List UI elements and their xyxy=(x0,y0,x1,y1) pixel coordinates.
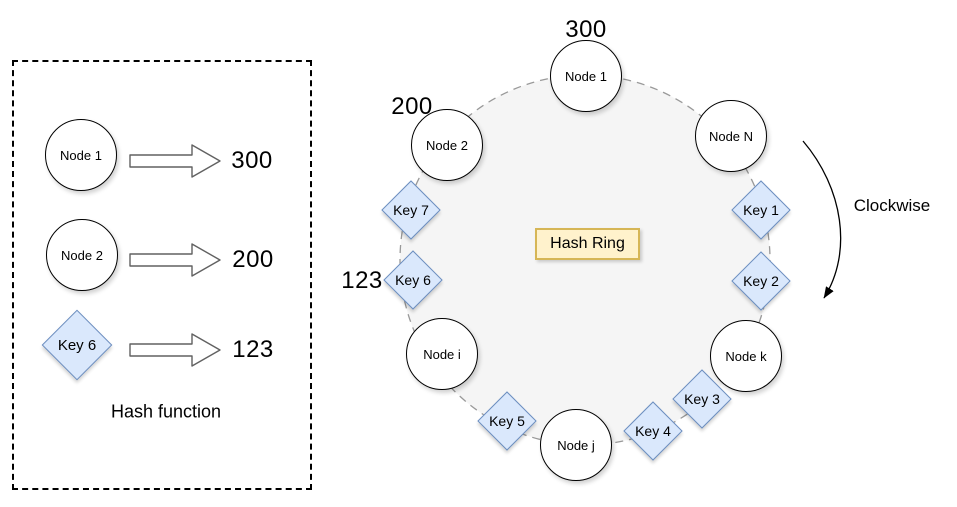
legend-node-1-label: Node 1 xyxy=(60,147,102,163)
hash-ring-label-box: Hash Ring xyxy=(535,228,640,260)
ring-key-6-hash-value: 123 xyxy=(341,267,383,294)
ring-node-k-label: Node k xyxy=(725,348,767,364)
ring-key-7-label: Key 7 xyxy=(393,202,429,218)
legend-node-2-hash-value: 200 xyxy=(232,246,274,273)
legend-key-6-label: Key 6 xyxy=(57,336,97,354)
block-arrow-icon xyxy=(129,144,221,178)
ring-node-2: Node 2 xyxy=(411,109,483,181)
ring-key-6-label: Key 6 xyxy=(395,272,431,288)
ring-node-1-label: Node 1 xyxy=(565,68,607,84)
ring-key-4: Key 4 xyxy=(623,401,683,461)
legend-node-2-label: Node 2 xyxy=(61,247,103,263)
hash-function-caption: Hash function xyxy=(110,401,222,422)
ring-node-i-label: Node i xyxy=(423,346,461,362)
ring-key-1-label: Key 1 xyxy=(743,202,779,218)
clockwise-arrow-icon xyxy=(802,140,842,299)
legend-node-2: Node 2 xyxy=(46,219,118,291)
ring-key-3-label: Key 3 xyxy=(684,391,720,407)
ring-node-j: Node j xyxy=(540,409,612,481)
ring-node-k: Node k xyxy=(710,320,782,392)
clockwise-label: Clockwise xyxy=(853,196,931,215)
hash-ring-title: Hash Ring xyxy=(550,235,625,252)
ring-key-7: Key 7 xyxy=(381,180,441,240)
legend-key-6: Key 6 xyxy=(41,309,113,381)
ring-node-i: Node i xyxy=(406,318,478,390)
legend-node-1: Node 1 xyxy=(45,119,117,191)
ring-node-j-label: Node j xyxy=(557,437,595,453)
ring-node-n: Node N xyxy=(695,100,767,172)
block-arrow-icon xyxy=(129,243,221,277)
ring-key-4-label: Key 4 xyxy=(635,423,671,439)
ring-node-n-label: Node N xyxy=(708,128,754,144)
legend-key-6-hash-value: 123 xyxy=(232,336,274,363)
ring-key-1: Key 1 xyxy=(731,180,791,240)
ring-key-6: Key 6 xyxy=(383,250,443,310)
hash-function-panel: Hash function xyxy=(12,60,312,490)
ring-key-2-label: Key 2 xyxy=(743,273,779,289)
block-arrow-icon xyxy=(129,333,221,367)
legend-node-1-hash-value: 300 xyxy=(231,147,273,174)
ring-key-2: Key 2 xyxy=(731,251,791,311)
ring-node-1: Node 1 xyxy=(550,40,622,112)
ring-node-2-hash-value: 200 xyxy=(391,93,433,120)
ring-node-1-hash-value: 300 xyxy=(565,16,607,43)
ring-node-2-label: Node 2 xyxy=(426,137,468,153)
ring-key-3: Key 3 xyxy=(672,369,732,429)
ring-key-5-label: Key 5 xyxy=(489,413,525,429)
ring-key-5: Key 5 xyxy=(477,391,537,451)
